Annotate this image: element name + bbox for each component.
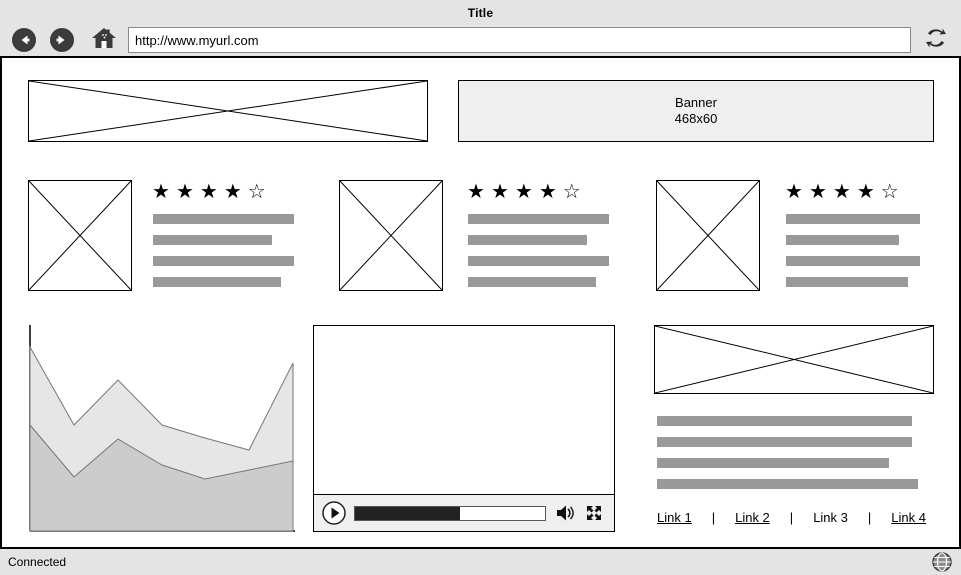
star-filled-icon: ★ [808,181,827,203]
footer-links: Link 1 | Link 2 | Link 3 | Link 4 [657,510,926,525]
window-title: Title [467,6,494,20]
video-controls [314,495,614,531]
area-chart-svg [29,325,295,532]
area-chart [28,325,296,532]
navigation-toolbar: http://www.myurl.com [0,22,961,58]
star-filled-icon: ★ [785,181,803,203]
star-filled-icon: ★ [832,181,851,203]
card-3-text-line [786,214,920,224]
url-input[interactable]: http://www.myurl.com [128,27,911,53]
home-button[interactable] [90,26,118,54]
globe-button[interactable] [931,551,953,573]
video-progress-bar[interactable] [354,505,546,521]
reload-button[interactable] [919,25,953,55]
hero-image-placeholder [28,80,428,142]
status-text: Connected [8,555,67,569]
star-empty-icon: ☆ [562,181,581,203]
star-filled-icon: ★ [467,181,485,203]
video-progress-fill [355,506,460,520]
star-filled-icon: ★ [223,181,242,203]
forward-arrow-icon [49,27,75,53]
card-2-rating[interactable]: ★ ★ ★ ★ ☆ [467,182,581,202]
star-filled-icon: ★ [514,181,533,203]
fullscreen-button[interactable] [584,503,604,523]
card-1-text-line [153,277,281,287]
star-filled-icon: ★ [856,181,875,203]
card-2-text-line [468,256,609,266]
link-4[interactable]: Link 4 [891,510,926,525]
card-1-text-line [153,256,294,266]
side-text-line [657,416,912,426]
card-1-text-line [153,235,272,245]
side-text-line [657,458,889,468]
star-filled-icon: ★ [199,181,218,203]
chart-series-1-area [29,423,294,532]
card-3-image-placeholder [656,180,760,291]
browser-chrome: Title [0,0,961,58]
volume-icon [554,505,576,528]
fullscreen-icon [584,506,604,527]
video-screen[interactable] [314,326,614,495]
link-1[interactable]: Link 1 [657,510,692,525]
banner-ad[interactable]: Banner 468x60 [458,80,934,142]
star-filled-icon: ★ [152,181,170,203]
forward-button[interactable] [48,26,76,54]
volume-button[interactable] [554,502,576,524]
star-filled-icon: ★ [175,181,194,203]
card-2-image-placeholder [339,180,443,291]
star-filled-icon: ★ [490,181,509,203]
side-image-placeholder [654,325,934,394]
card-1-image-placeholder [28,180,132,291]
link-separator: | [789,510,794,525]
link-2[interactable]: Link 2 [735,510,770,525]
link-separator: | [711,510,716,525]
status-bar: Connected [0,547,961,575]
play-button[interactable] [322,501,346,525]
video-player[interactable] [313,325,615,532]
back-arrow-icon [11,27,37,53]
card-3-rating[interactable]: ★ ★ ★ ★ ☆ [785,182,899,202]
home-icon [91,25,117,56]
globe-icon [931,552,953,575]
card-3-text-line [786,277,908,287]
link-3[interactable]: Link 3 [813,510,848,525]
back-button[interactable] [10,26,38,54]
link-separator: | [867,510,872,525]
side-text-line [657,479,918,489]
card-2-text-line [468,277,596,287]
card-3-text-line [786,256,920,266]
star-empty-icon: ☆ [247,181,266,203]
page-content: Banner 468x60 ★ ★ ★ ★ ☆ [0,58,961,547]
banner-line-2: 468x60 [674,111,718,126]
star-empty-icon: ☆ [880,181,899,203]
title-bar: Title [0,0,961,26]
card-3-text-line [786,235,899,245]
card-2-text-line [468,235,587,245]
star-filled-icon: ★ [538,181,557,203]
banner-line-1: Banner [675,95,717,110]
play-icon [322,501,346,529]
card-2-text-line [468,214,609,224]
card-1-rating[interactable]: ★ ★ ★ ★ ☆ [152,182,266,202]
reload-icon [921,24,951,57]
side-text-line [657,437,912,447]
url-text: http://www.myurl.com [135,32,259,48]
card-1-text-line [153,214,294,224]
